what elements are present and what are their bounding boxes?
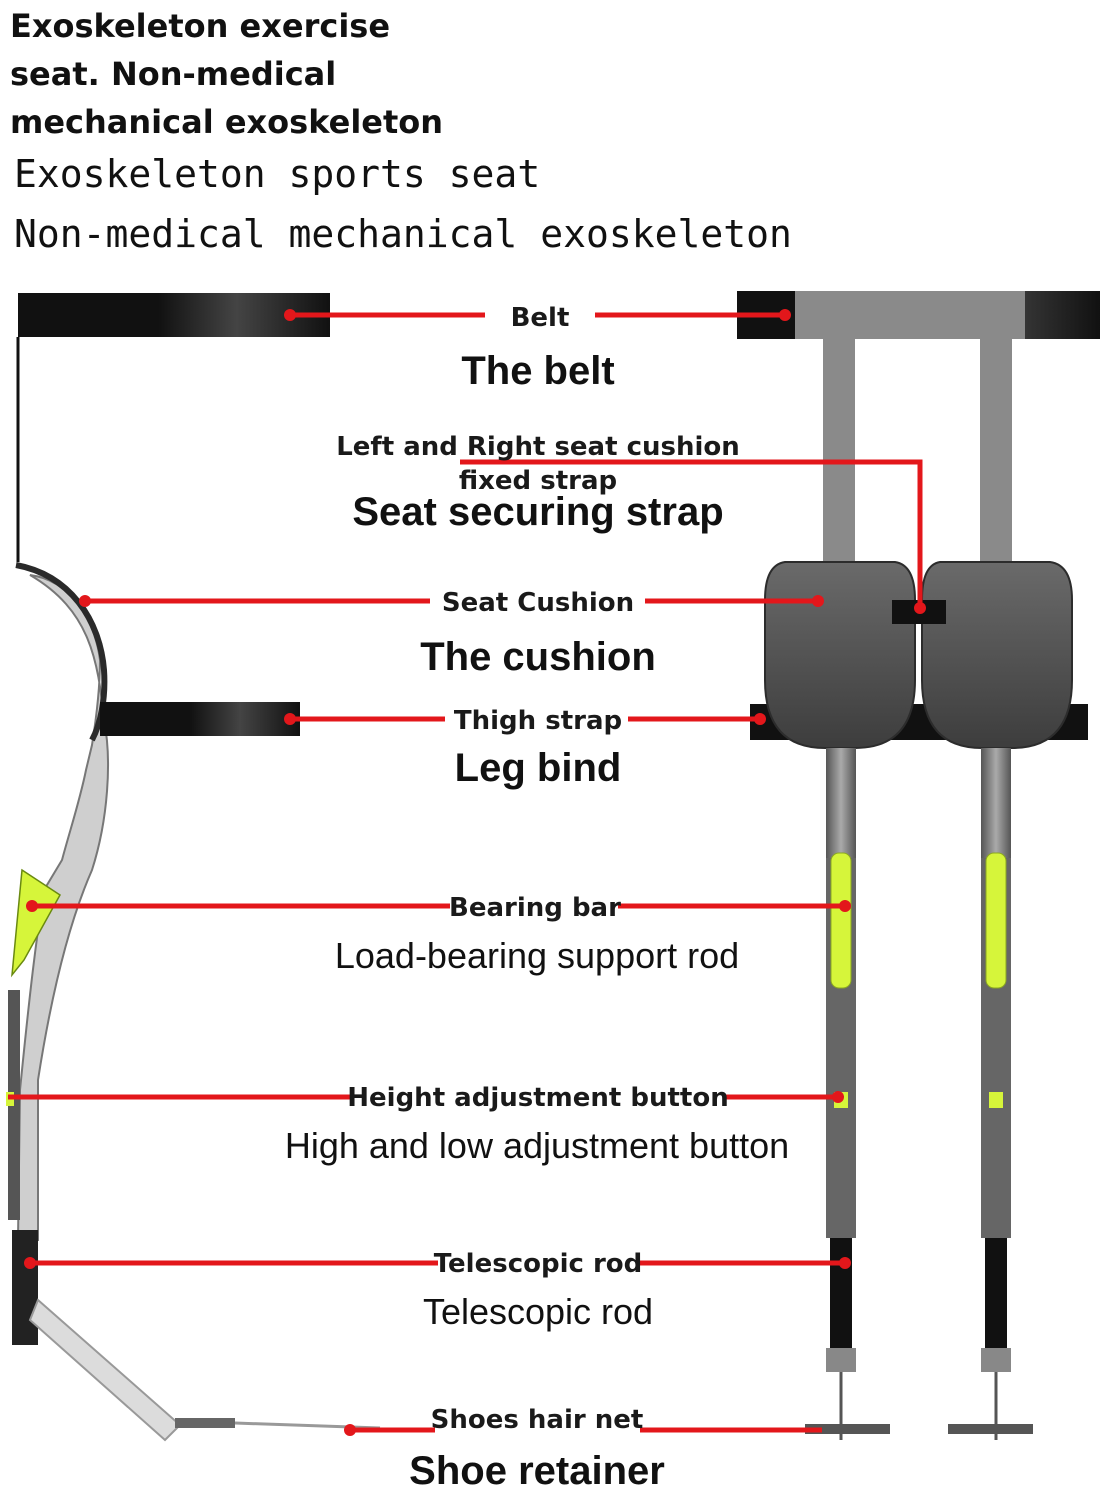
front-bearing-bar-left bbox=[830, 852, 852, 989]
front-upper-rod-left bbox=[826, 748, 856, 858]
front-cushion-right bbox=[921, 561, 1073, 749]
heading-alt-2: Non-medical mechanical exoskeleton bbox=[14, 212, 792, 256]
callout-lines bbox=[8, 309, 926, 1436]
side-shoe-bracket bbox=[175, 1418, 235, 1428]
side-bearing-bar bbox=[11, 868, 61, 978]
belt-label: Belt bbox=[511, 303, 570, 333]
cushion-alt-label: The cushion bbox=[420, 635, 656, 679]
bearing-dot-right bbox=[839, 900, 851, 912]
side-view bbox=[6, 293, 381, 1442]
belt-dot-right bbox=[779, 309, 791, 321]
callout-labels: Belt The belt Left and Right seat cushio… bbox=[285, 303, 789, 1493]
strap-alt-label: Seat securing strap bbox=[352, 490, 723, 534]
thigh-alt-label: Leg bind bbox=[455, 746, 622, 790]
side-telescopic-rod bbox=[12, 1230, 38, 1345]
side-foot-link bbox=[28, 1298, 182, 1442]
front-rod-end-right bbox=[981, 1348, 1011, 1372]
heading-block: Exoskeleton exercise seat. Non-medical m… bbox=[10, 2, 443, 146]
front-telescopic-rod-right bbox=[985, 1238, 1007, 1348]
bearing-alt-label: Load-bearing support rod bbox=[335, 935, 739, 976]
front-strap-left bbox=[823, 338, 855, 578]
front-strap-right bbox=[980, 338, 1012, 578]
cushion-label: Seat Cushion bbox=[442, 588, 634, 618]
front-belt-plate bbox=[795, 291, 1025, 339]
front-cushion-left bbox=[764, 561, 916, 749]
thigh-dot-left bbox=[284, 713, 296, 725]
height-alt-label: High and low adjustment button bbox=[285, 1125, 789, 1166]
side-seat-cushion bbox=[15, 562, 108, 742]
belt-alt-label: The belt bbox=[461, 349, 614, 393]
front-shoe-plate-right bbox=[948, 1424, 1033, 1434]
front-upper-rod-right bbox=[981, 748, 1011, 858]
side-thigh-strap bbox=[100, 702, 300, 736]
heading-line-2: seat. Non-medical bbox=[10, 55, 337, 93]
side-belt bbox=[18, 293, 330, 337]
cushion-dot-left bbox=[79, 595, 91, 607]
heading-alt-1: Exoskeleton sports seat bbox=[14, 152, 541, 196]
shoes-alt-label: Shoe retainer bbox=[409, 1449, 665, 1493]
shoes-dot-left bbox=[344, 1424, 356, 1436]
heading-line-1: Exoskeleton exercise bbox=[10, 7, 391, 45]
height-dot-right bbox=[832, 1091, 844, 1103]
front-shoe-plate-left bbox=[805, 1424, 890, 1434]
thigh-label: Thigh strap bbox=[454, 706, 622, 736]
telescopic-alt-label: Telescopic rod bbox=[423, 1291, 653, 1332]
telescopic-dot-left bbox=[24, 1257, 36, 1269]
strap-line bbox=[460, 459, 923, 608]
telescopic-dot-right bbox=[839, 1257, 851, 1269]
strap-label-line-2: fixed strap bbox=[459, 466, 617, 496]
side-shoe-net bbox=[234, 1421, 381, 1430]
thigh-dot-right bbox=[754, 713, 766, 725]
front-bearing-bar-right bbox=[985, 852, 1007, 989]
front-rod-end-left bbox=[826, 1348, 856, 1372]
front-telescopic-rod-left bbox=[830, 1238, 852, 1348]
heading-line-3: mechanical exoskeleton bbox=[10, 103, 444, 141]
strap-dot bbox=[914, 602, 926, 614]
belt-dot-left bbox=[284, 309, 296, 321]
front-height-button-right bbox=[989, 1092, 1003, 1108]
bearing-dot-left bbox=[26, 900, 38, 912]
telescopic-label: Telescopic rod bbox=[434, 1249, 643, 1279]
shoes-label: Shoes hair net bbox=[431, 1405, 644, 1435]
height-label: Height adjustment button bbox=[347, 1083, 728, 1113]
bearing-label: Bearing bar bbox=[449, 893, 621, 923]
front-view bbox=[737, 291, 1100, 1440]
cushion-dot-right bbox=[812, 595, 824, 607]
strap-label-line-1: Left and Right seat cushion bbox=[336, 432, 740, 462]
